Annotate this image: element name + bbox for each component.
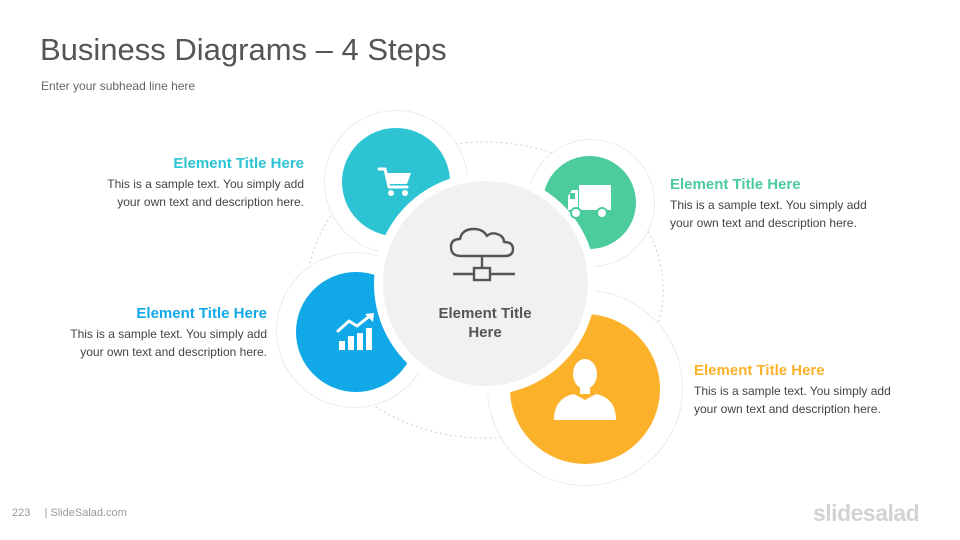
step-2-text-line-1: This is a sample text. You simply add	[670, 198, 867, 212]
step-1-title: Element Title Here	[173, 155, 304, 172]
footer: 223 | SlideSalad.com	[12, 507, 127, 519]
step-4-text-line-1: This is a sample text. You simply add	[694, 384, 891, 398]
step-3-description: This is a sample text. You simply add yo…	[27, 325, 267, 361]
page-number: 223	[12, 507, 31, 519]
center-label: Element Title Here	[400, 304, 570, 342]
footer-site: | SlideSalad.com	[44, 507, 127, 519]
user-icon	[554, 359, 616, 420]
growth-chart-icon	[336, 313, 374, 350]
truck-icon	[568, 185, 611, 219]
step-4-description: This is a sample text. You simply add yo…	[694, 382, 934, 418]
step-1-text-line-2: your own text and description here.	[117, 195, 304, 209]
center-label-line-2: Here	[468, 324, 502, 341]
step-4-text-line-2: your own text and description here.	[694, 402, 881, 416]
brand-logo: slidesalad	[813, 500, 920, 526]
step-3-title: Element Title Here	[136, 305, 267, 322]
slide-title: Business Diagrams – 4 Steps	[40, 32, 447, 67]
shopping-cart-icon	[377, 167, 411, 196]
step-1-text-line-1: This is a sample text. You simply add	[107, 177, 304, 191]
step-2-title: Element Title Here	[670, 176, 801, 193]
step-3-text-line-1: This is a sample text. You simply add	[70, 327, 267, 341]
step-2-text-line-2: your own text and description here.	[670, 216, 857, 230]
step-4-title: Element Title Here	[694, 362, 825, 379]
center-circle	[383, 181, 588, 386]
center-label-line-1: Element Title	[438, 305, 532, 322]
step-1-description: This is a sample text. You simply add yo…	[64, 175, 304, 211]
slide-subhead: Enter your subhead line here	[41, 79, 196, 93]
step-2-description: This is a sample text. You simply add yo…	[670, 196, 910, 232]
step-3-text-line-2: your own text and description here.	[80, 345, 267, 359]
cloud-network-icon	[449, 227, 515, 282]
